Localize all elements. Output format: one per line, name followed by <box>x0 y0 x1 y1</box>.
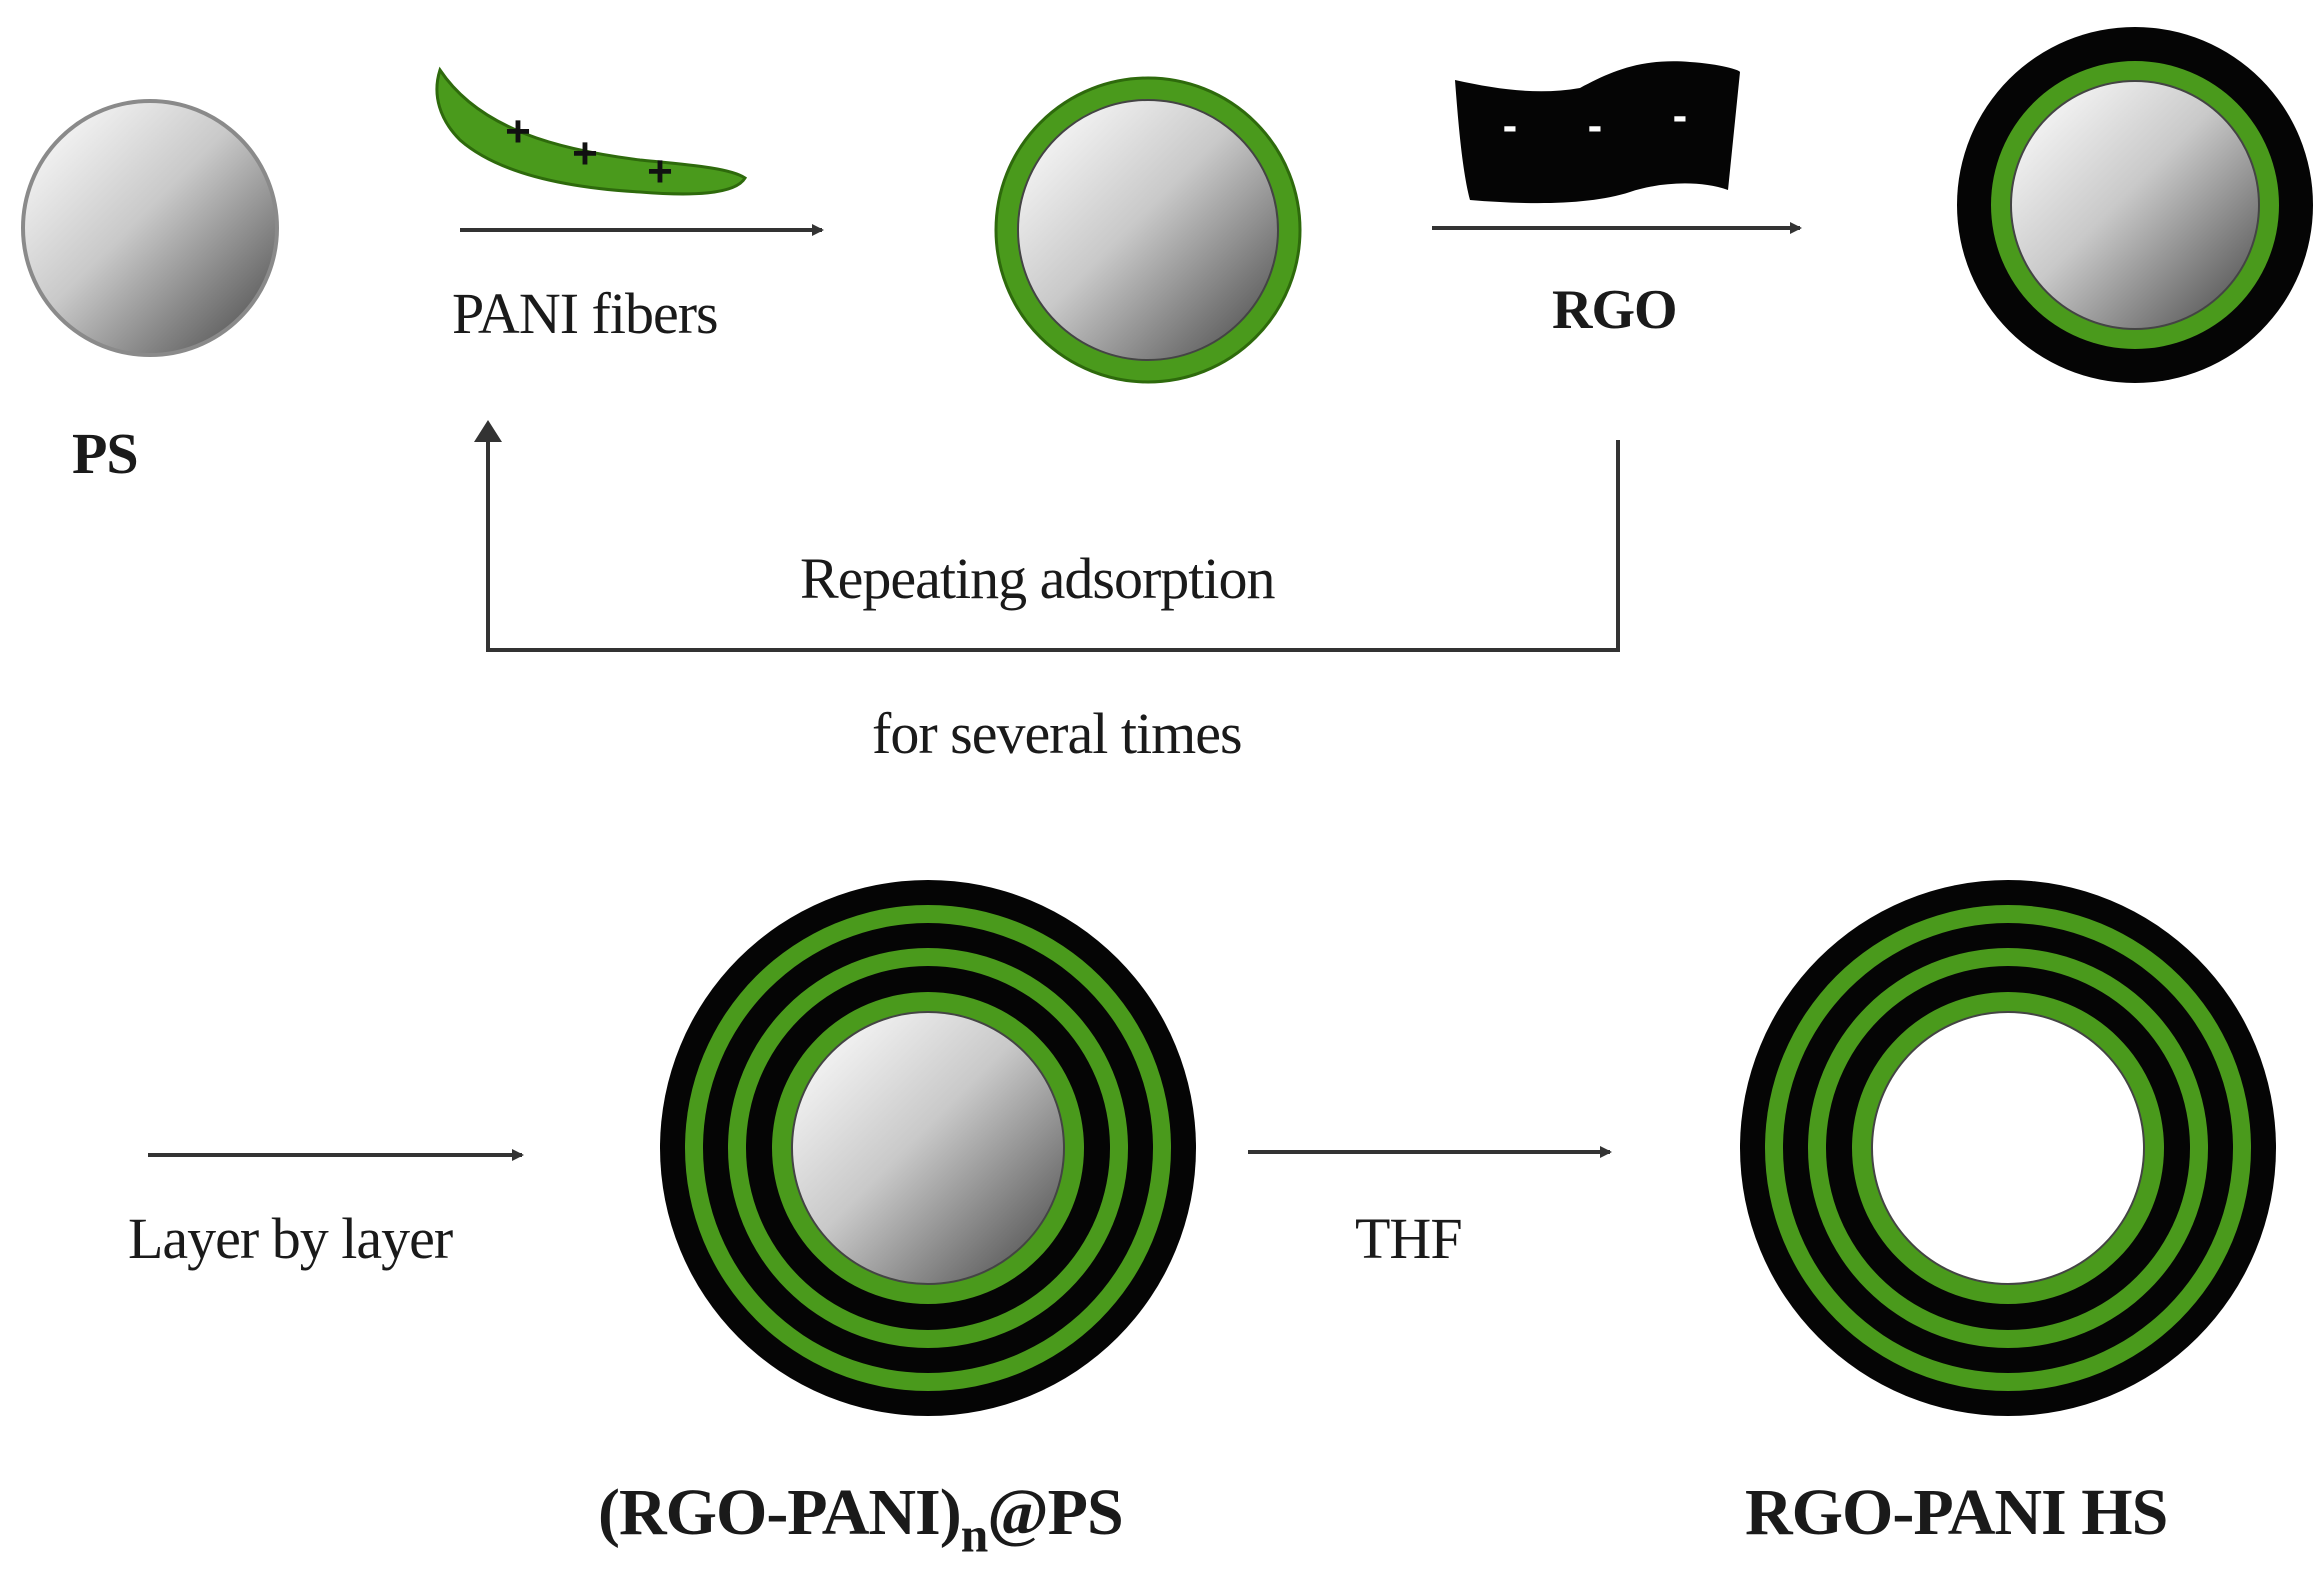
hollow-sphere-label: RGO-PANI HS <box>1745 1476 2168 1549</box>
positive-charge-icon: + + + <box>505 107 673 196</box>
hollow-multilayer-sphere-icon <box>1740 880 2276 1416</box>
pani-charge-1: + <box>505 107 531 156</box>
rgo-sheet-icon: - - - <box>1455 61 1740 204</box>
rgo-label: RGO <box>1552 279 1678 341</box>
repeating-adsorption-label: Repeating adsorption <box>800 546 1276 611</box>
rgo-charge-2: - <box>1588 101 1603 150</box>
product-label-main: (RGO-PANI) <box>598 1476 962 1549</box>
product-label: (RGO-PANI)n@PS <box>598 1475 1124 1563</box>
pani-fibers-label: PANI fibers <box>452 281 719 346</box>
negative-charge-icon: - - - <box>1503 91 1688 150</box>
multilayer-core-shell-sphere-icon <box>660 880 1196 1416</box>
layer-by-layer-label: Layer by layer <box>128 1206 453 1271</box>
pani-charge-3: + <box>647 147 673 196</box>
thf-label: THF <box>1355 1206 1463 1271</box>
product-label-suffix: @PS <box>987 1476 1123 1549</box>
pani-coated-sphere-icon <box>994 76 1302 384</box>
product-label-subscript: n <box>960 1507 989 1563</box>
ps-core-sphere-icon <box>21 99 279 357</box>
rgo-charge-1: - <box>1503 101 1518 150</box>
pani-charge-2: + <box>572 129 598 178</box>
rgo-charge-3: - <box>1673 91 1688 140</box>
several-times-label: for several times <box>872 701 1243 766</box>
rgo-pani-bilayer-sphere-icon <box>1957 27 2313 383</box>
pani-fiber-icon: + + + <box>435 66 748 196</box>
repeat-loop-arrow <box>474 420 1620 652</box>
ps-label: PS <box>72 421 139 486</box>
